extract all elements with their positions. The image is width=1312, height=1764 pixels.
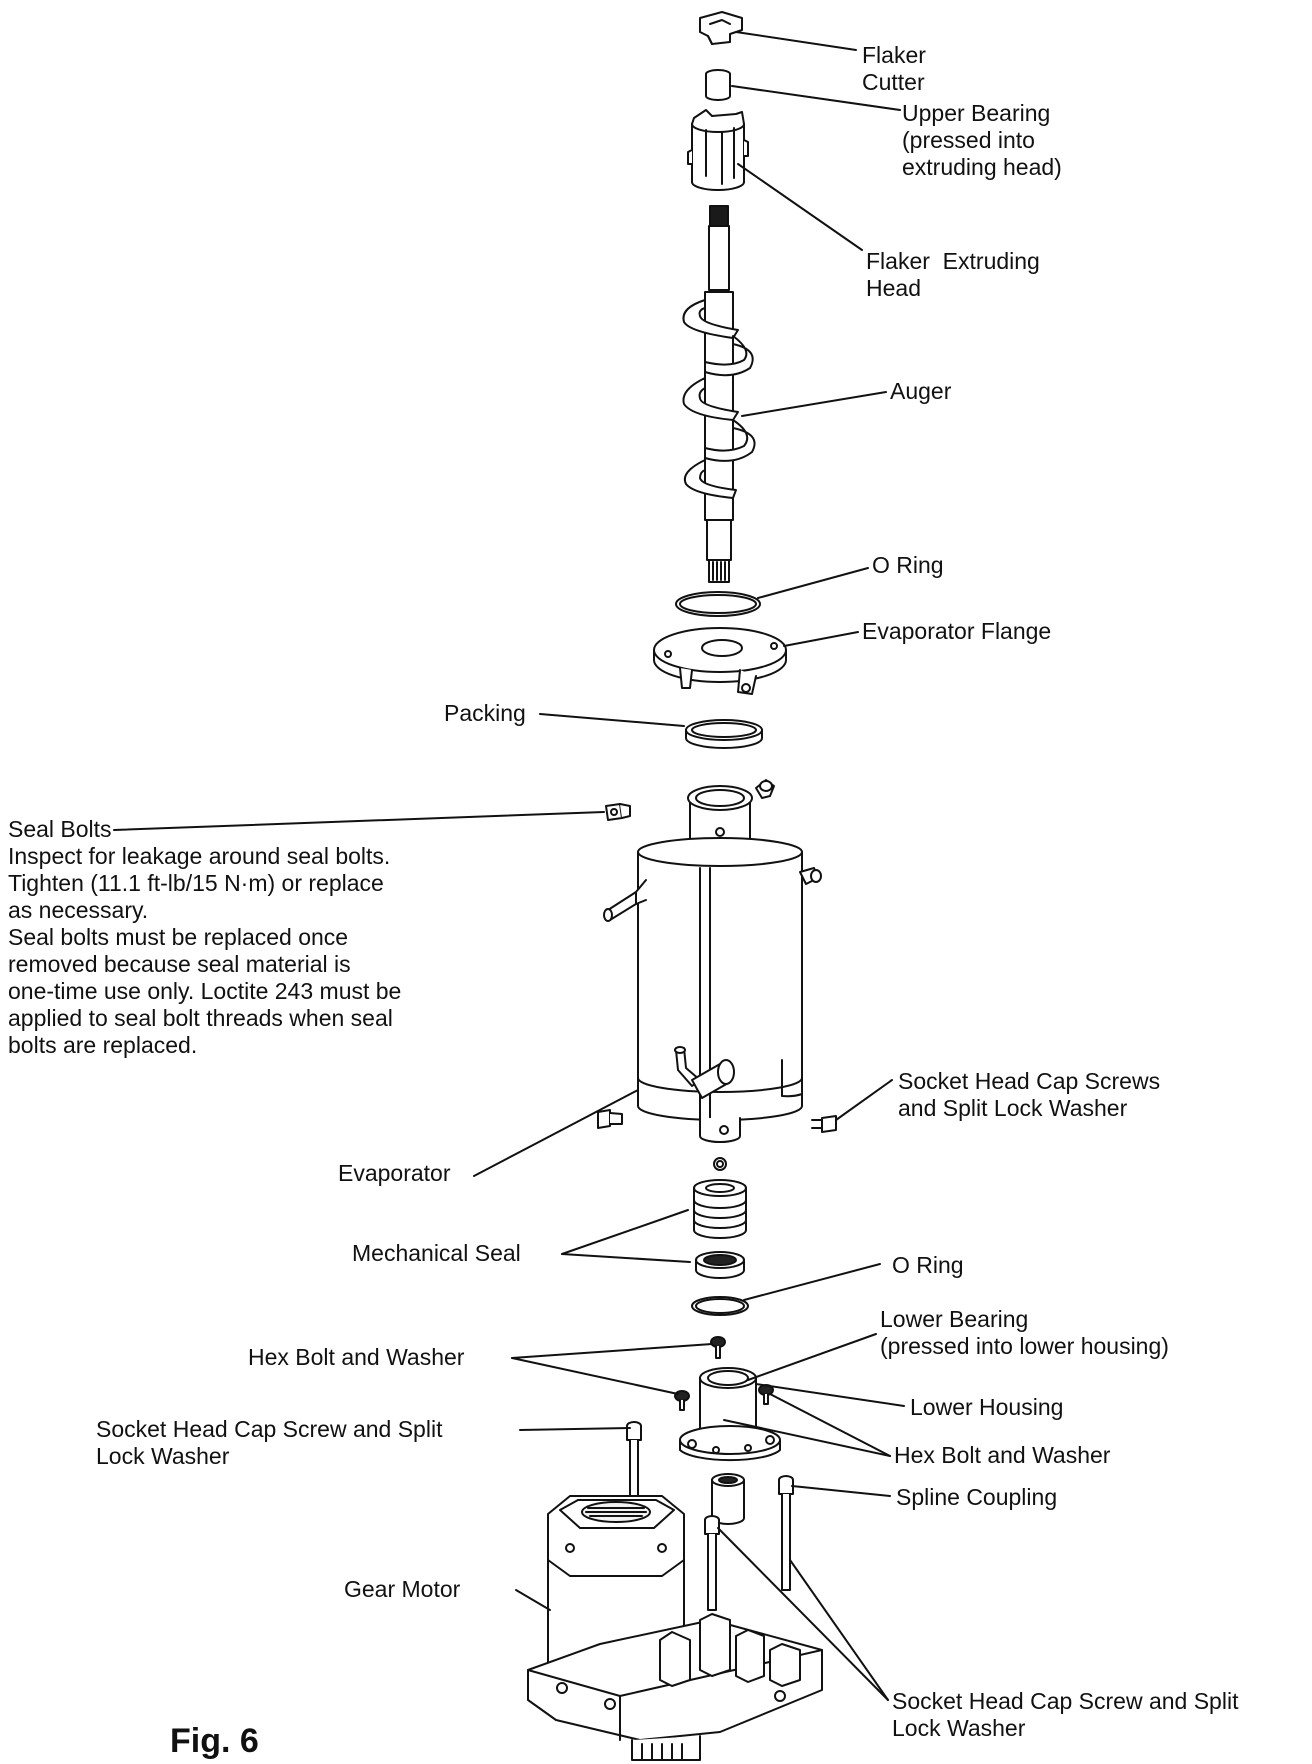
label-socket-head-cap-screws: Socket Head Cap Screws and Split Lock Wa… (898, 1068, 1161, 1121)
label-lower-housing: Lower Housing (910, 1394, 1064, 1420)
o-ring-upper-drawing (675, 591, 761, 617)
small-bolt-drawing (713, 1157, 727, 1171)
socket-head-cap-screws-drawing (597, 1109, 837, 1133)
flaker-cutter-drawing (699, 11, 743, 45)
label-auger: Auger (890, 378, 952, 404)
label-o-ring-upper: O Ring (872, 552, 944, 578)
label-seal-bolts: Seal Bolts Inspect for leakage around se… (8, 816, 402, 1058)
evaporator-flange-drawing (653, 627, 787, 695)
label-hex-bolt-washer-upper: Hex Bolt and Washer (248, 1344, 465, 1370)
label-evaporator-flange: Evaporator Flange (862, 618, 1052, 644)
label-socket-head-cap-screw-left: Socket Head Cap Screw and Split Lock Was… (96, 1416, 443, 1469)
upper-bearing-drawing (705, 69, 731, 101)
seal-bolts-drawing (605, 779, 822, 885)
label-evaporator: Evaporator (338, 1160, 451, 1186)
figure-caption: Fig. 6 (170, 1722, 259, 1760)
label-packing: Packing (444, 700, 526, 726)
label-socket-head-cap-screw-bottom: Socket Head Cap Screw and Split Lock Was… (892, 1688, 1239, 1741)
lower-housing-drawing (679, 1367, 781, 1462)
label-spline-coupling: Spline Coupling (896, 1484, 1058, 1510)
label-flaker-extruding-head: Flaker Extruding Head (866, 248, 1040, 301)
flaker-extruding-head-drawing (687, 109, 749, 191)
packing-drawing (685, 719, 763, 749)
label-hex-bolt-washer-lower: Hex Bolt and Washer (894, 1442, 1111, 1468)
label-lower-bearing: Lower Bearing (pressed into lower housin… (880, 1306, 1169, 1359)
label-o-ring-lower: O Ring (892, 1252, 964, 1278)
label-gear-motor: Gear Motor (344, 1576, 461, 1602)
evaporator-drawing (603, 785, 803, 1143)
spline-coupling-drawing (711, 1473, 745, 1525)
o-ring-lower-drawing (691, 1296, 749, 1316)
mechanical-seal-drawing (693, 1179, 747, 1279)
label-upper-bearing: Upper Bearing (pressed into extruding he… (902, 100, 1062, 180)
label-mechanical-seal: Mechanical Seal (352, 1240, 521, 1266)
leader-lines (113, 31, 905, 1701)
auger-drawing (682, 205, 756, 583)
label-flaker-cutter: Flaker Cutter (862, 42, 926, 95)
gear-motor-drawing (527, 1495, 823, 1761)
